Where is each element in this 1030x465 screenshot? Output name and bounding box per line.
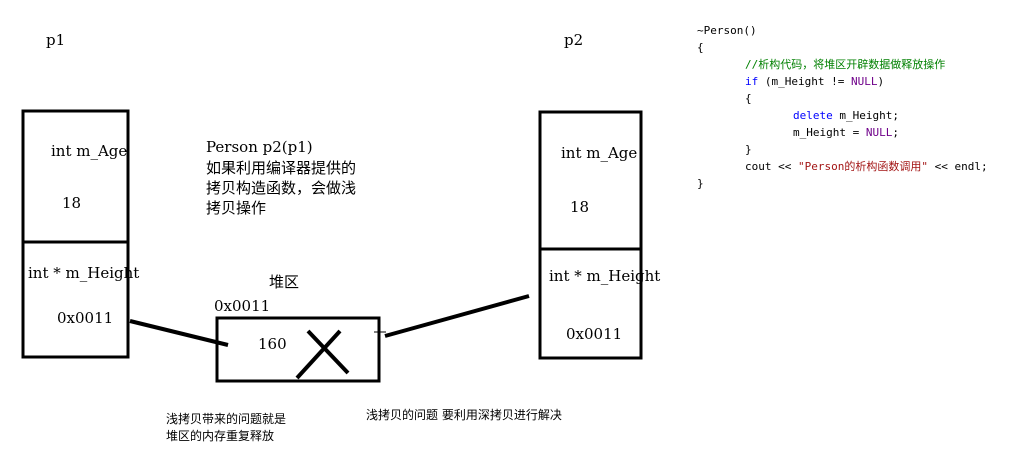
cross-mark-stroke-1 xyxy=(306,329,350,375)
p1-height-value: 0x0011 xyxy=(57,309,114,327)
p1-height-label: int * m_Height xyxy=(28,264,140,282)
note-right: 浅拷贝的问题 要利用深拷贝进行解决 xyxy=(366,408,562,422)
code-line-3: //析构代码，将堆区开辟数据做释放操作 xyxy=(697,56,988,73)
code-line-4: if (m_Height != NULL) xyxy=(745,75,885,88)
explanation-code-line: Person p2(p1) xyxy=(206,138,313,156)
note-left-line-2: 堆区的内存重复释放 xyxy=(166,429,275,443)
heap-address: 0x0011 xyxy=(214,297,271,315)
code-line-9: cout << "Person的析构函数调用" << endl; xyxy=(745,160,988,173)
code-line-10: } xyxy=(697,177,704,190)
code-line-5: { xyxy=(745,92,752,105)
destructor-code-block: ~Person() { //析构代码，将堆区开辟数据做释放操作 if (m_He… xyxy=(697,22,988,192)
heap-value: 160 xyxy=(258,335,287,353)
p2-height-value: 0x0011 xyxy=(566,325,623,343)
p1-age-value: 18 xyxy=(62,194,82,212)
p1-pointer-line xyxy=(129,319,229,347)
p2-pointer-line xyxy=(384,294,530,338)
p1-object-box xyxy=(21,109,130,359)
p2-height-label: int * m_Height xyxy=(549,267,661,285)
p2-age-label: int m_Age xyxy=(561,144,638,162)
code-line-8: } xyxy=(745,143,752,156)
code-line-7: m_Height = NULL; xyxy=(793,126,899,139)
explanation-line-4: 拷贝操作 xyxy=(206,199,267,217)
heap-box xyxy=(215,316,381,383)
code-line-6: delete m_Height; xyxy=(793,109,899,122)
heap-title: 堆区 xyxy=(269,273,300,291)
explanation-line-2: 如果利用编译器提供的 xyxy=(206,159,357,177)
code-comment: //析构代码，将堆区开辟数据做释放操作 xyxy=(745,58,946,71)
p2-age-value: 18 xyxy=(570,198,590,216)
p2-object-box xyxy=(538,110,643,360)
code-line-2: { xyxy=(697,41,704,54)
p1-title: p1 xyxy=(46,31,66,49)
note-left-line-1: 浅拷贝带来的问题就是 xyxy=(166,412,287,426)
cross-mark-stroke-2 xyxy=(295,329,342,380)
explanation-line-3: 拷贝构造函数，会做浅 xyxy=(206,179,357,197)
p1-age-label: int m_Age xyxy=(51,142,128,160)
p2-title: p2 xyxy=(564,31,584,49)
code-line-1: ~Person() xyxy=(697,24,757,37)
